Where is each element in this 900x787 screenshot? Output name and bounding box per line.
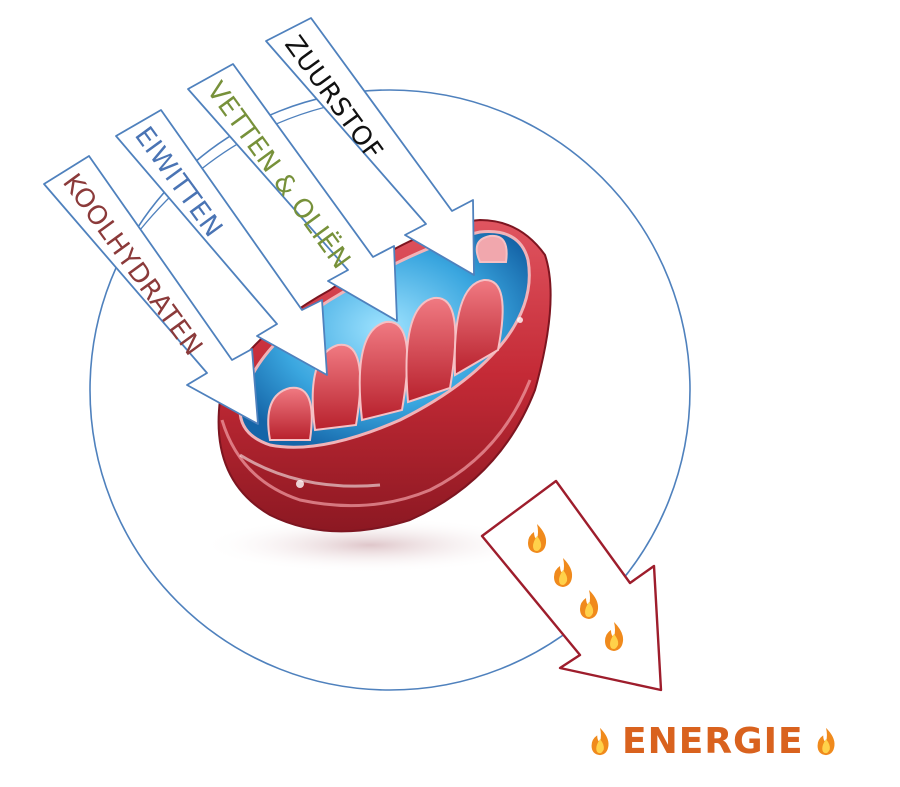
arrow-koolhydraten: KOOLHYDRATEN bbox=[43, 155, 259, 425]
fire-icon bbox=[817, 727, 835, 756]
fire-icon bbox=[554, 558, 573, 587]
energy-text: ENERGIE bbox=[622, 720, 804, 762]
arrow-zuurstof: ZUURSTOF bbox=[265, 17, 475, 276]
fire-icon bbox=[528, 524, 547, 553]
arrow-energie bbox=[480, 479, 663, 692]
fire-icon bbox=[605, 622, 624, 651]
outer-circle bbox=[89, 89, 691, 691]
fire-icon bbox=[591, 727, 609, 756]
energy-label: ENERGIE bbox=[588, 716, 838, 766]
fire-icon bbox=[580, 590, 599, 619]
